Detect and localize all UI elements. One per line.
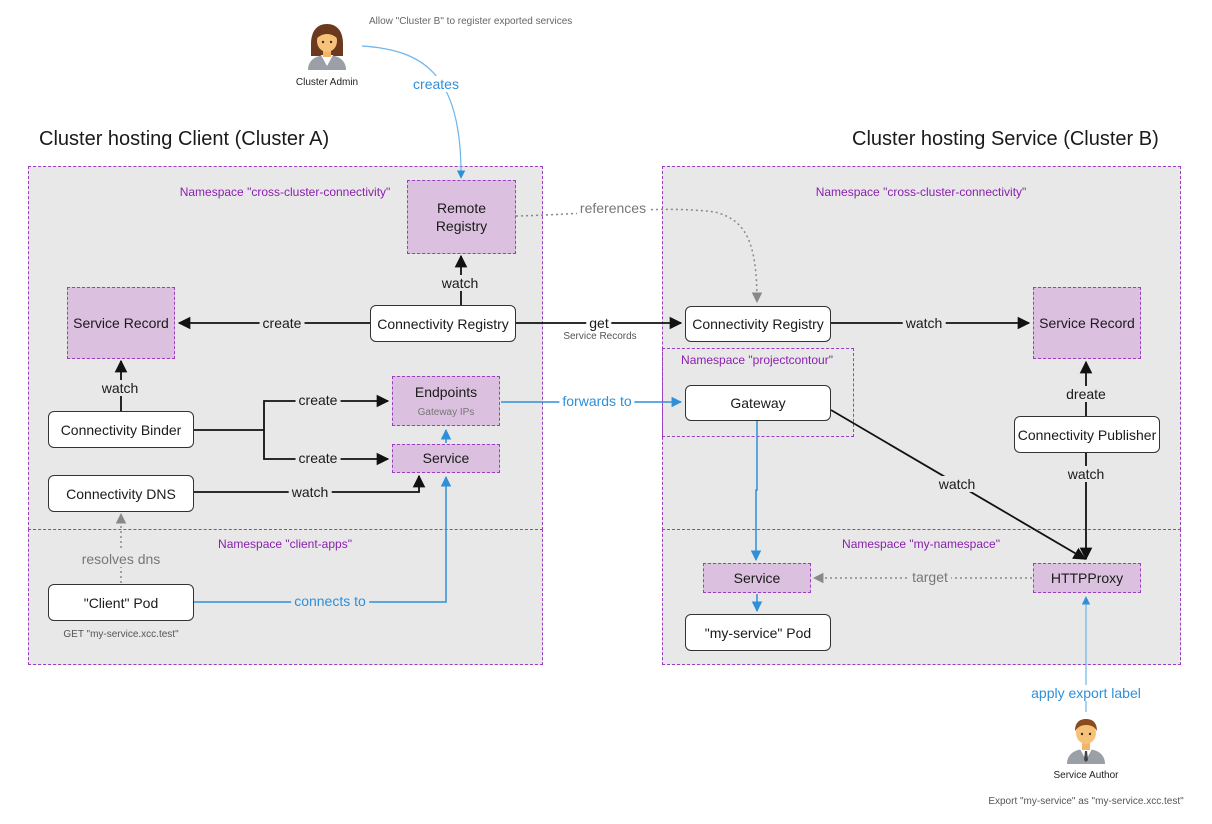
service-a-resource: Service — [392, 444, 500, 473]
cluster-a-title: Cluster hosting Client (Cluster A) — [39, 128, 330, 150]
edge-label-target: target — [909, 569, 951, 585]
projectcontour-namespace-box — [662, 348, 854, 437]
projectcontour-namespace-label: Namespace "projectcontour" — [681, 353, 833, 367]
edge-label-watch-dns: watch — [288, 484, 332, 500]
endpoints-sub-label: Gateway IPs — [417, 406, 475, 418]
edge-label-forwards-to: forwards to — [559, 393, 635, 409]
cluster-a-client-apps-namespace-label: Namespace "client-apps" — [218, 537, 352, 551]
connectivity-registry-b-node[interactable]: Connectivity Registry — [685, 306, 831, 342]
httpproxy-label: HTTPProxy — [1050, 569, 1124, 586]
edge-label-creates: creates — [410, 76, 462, 92]
connectivity-registry-a-node[interactable]: Connectivity Registry — [370, 305, 516, 342]
my-namespace-namespace-label: Namespace "my-namespace" — [842, 537, 1000, 551]
remote-registry-label: Remote Registry — [435, 199, 488, 234]
service-record-b-label: Service Record — [1039, 314, 1135, 331]
service-author-label: Service Author — [1053, 770, 1119, 781]
edge-gateway-to-service — [750, 421, 762, 562]
client-note: GET "my-service.xcc.test" — [63, 629, 179, 640]
edge-label-watch-record: watch — [98, 380, 142, 396]
service-author-note: Export "my-service" as "my-service.xcc.t… — [988, 796, 1184, 807]
my-service-pod-node[interactable]: "my-service" Pod — [685, 614, 831, 651]
httpproxy-resource: HTTPProxy — [1033, 563, 1141, 593]
edge-label-watch-record-b: watch — [902, 315, 946, 331]
edge-label-watch-gateway: watch — [935, 476, 979, 492]
connectivity-dns-node[interactable]: Connectivity DNS — [48, 475, 194, 512]
service-b-resource: Service — [703, 563, 811, 593]
edge-label-create-record: create — [259, 315, 305, 331]
edge-remote-references-registry — [515, 208, 763, 304]
service-record-b-resource: Service Record — [1033, 287, 1141, 359]
service-record-a-label: Service Record — [73, 314, 169, 331]
connectivity-publisher-node[interactable]: Connectivity Publisher — [1014, 416, 1160, 453]
remote-registry-resource: Remote Registry — [407, 180, 516, 254]
endpoints-resource: Endpoints Gateway IPs — [392, 376, 500, 426]
edge-client-connects-service — [194, 475, 452, 603]
service-author-icon — [1067, 719, 1105, 764]
cluster-b-title: Cluster hosting Service (Cluster B) — [852, 128, 1159, 150]
edge-label-watch-remote: watch — [438, 275, 482, 291]
connectivity-binder-node[interactable]: Connectivity Binder — [48, 411, 194, 448]
client-pod-node[interactable]: "Client" Pod — [48, 584, 194, 621]
edge-label-resolves-dns: resolves dns — [78, 551, 164, 567]
edge-dns-watch-service — [194, 474, 426, 493]
edge-binder-create-service — [263, 430, 390, 466]
cluster-b-ccc-namespace-label: Namespace "cross-cluster-connectivity" — [815, 185, 1027, 199]
cluster-admin-icon — [308, 24, 346, 70]
edge-label-get: get — [586, 315, 612, 331]
cluster-admin-label: Cluster Admin — [295, 77, 359, 88]
edge-label-dreate: dreate — [1063, 386, 1109, 402]
edge-label-create-endpoints: create — [295, 392, 341, 408]
edge-admin-creates — [361, 45, 466, 179]
cluster-admin-note: Allow "Cluster B" to register exported s… — [369, 16, 573, 27]
edge-label-create-service: create — [295, 450, 341, 466]
cluster-a-ccc-namespace-label: Namespace "cross-cluster-connectivity" — [179, 185, 391, 199]
endpoints-label: Endpoints — [414, 384, 478, 401]
edge-label-watch-proxy: watch — [1064, 466, 1108, 482]
edge-label-connects-to: connects to — [291, 593, 369, 609]
service-record-a-resource: Service Record — [67, 287, 175, 359]
edge-binder-create-endpoints — [194, 394, 390, 431]
edge-label-references: references — [576, 200, 650, 216]
edge-label-get-sub: Service Records — [563, 331, 637, 342]
service-a-label: Service — [422, 450, 470, 467]
gateway-node[interactable]: Gateway — [685, 385, 831, 421]
edge-label-apply-export: apply export label — [1028, 685, 1144, 701]
service-b-label: Service — [733, 569, 781, 586]
